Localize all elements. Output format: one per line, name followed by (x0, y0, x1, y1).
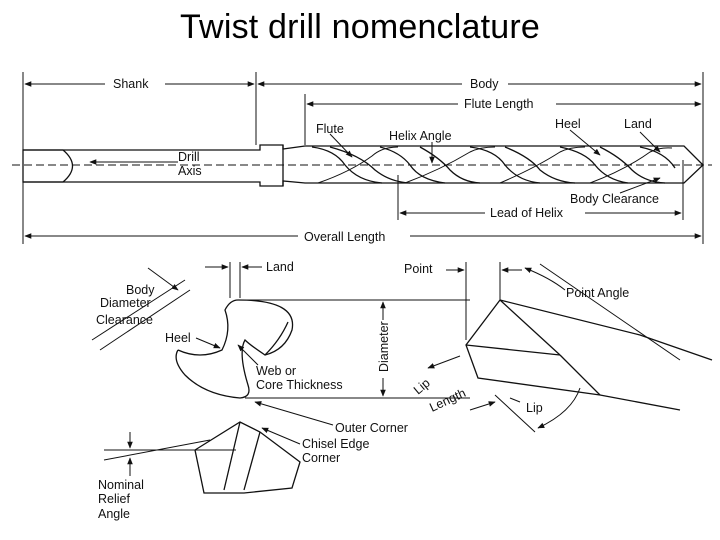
overall-length-label: Overall Length (304, 230, 385, 244)
cutting-lip (465, 344, 561, 356)
body-label: Body (470, 77, 499, 91)
chisel-relief-view: Chisel Edge Corner Nominal Relief Angle (98, 421, 369, 521)
point-view: Point Point Angle Lip Length Lip (404, 262, 713, 433)
cross-section-land (264, 321, 289, 356)
relief-angle-line (103, 439, 211, 461)
lip-face (559, 354, 601, 396)
lip-leader (509, 397, 521, 403)
point-angle-label: Point Angle (566, 286, 629, 300)
heel-leader-top (569, 129, 601, 156)
lip-angle-arc (537, 387, 581, 429)
body-clearance-label: Body Clearance (570, 192, 659, 206)
lip-length-arrow-bottom (469, 401, 496, 411)
point-body-bottom (465, 299, 681, 411)
land-label-top: Land (624, 117, 652, 131)
web-label-line1: Web or (256, 364, 296, 378)
chisel-point-shape (194, 421, 301, 494)
lip-length-arrow-top (427, 355, 461, 369)
heel-leader-bottom (195, 337, 221, 349)
chisel-edge-label-line2: Corner (302, 451, 340, 465)
side-view: Shank Body Flute Length Flute Helix Angl… (12, 72, 712, 244)
flute-length-label: Flute Length (464, 97, 534, 111)
slide-title: Twist drill nomenclature (179, 8, 541, 46)
lip-angle-line (494, 394, 536, 433)
body-clearance-bottom-leader (147, 267, 179, 291)
helix-angle-label: Helix Angle (389, 129, 452, 143)
point-body-top (499, 299, 713, 361)
shank-label: Shank (113, 77, 149, 91)
drill-outline (22, 144, 704, 187)
diameter-label: Diameter (377, 321, 391, 372)
lip-label: Lip (526, 401, 543, 415)
nominal-relief-line1: Nominal (98, 478, 144, 492)
web-label-line2: Core Thickness (256, 378, 343, 392)
chisel-face-line (243, 431, 261, 491)
chisel-edge-line (223, 421, 241, 491)
land-label-bottom: Land (266, 260, 294, 274)
heel-label-top: Heel (555, 117, 581, 131)
point-label: Point (404, 262, 433, 276)
body-diameter-clearance-line2: Diameter (100, 296, 151, 310)
drill-cross-section (175, 299, 294, 399)
tang-end (23, 149, 74, 183)
axis-label: Axis (178, 164, 202, 178)
flute-leader (329, 133, 353, 158)
lip-length-label-line2: Length (427, 386, 468, 415)
heel-label-bottom: Heel (165, 331, 191, 345)
outer-corner-label: Outer Corner (335, 421, 408, 435)
chisel-edge-label-line1: Chisel Edge (302, 437, 369, 451)
nominal-relief-line3: Angle (98, 507, 130, 521)
body-clearance-angle-line-1 (91, 279, 186, 341)
lip-edge (499, 299, 561, 356)
body-clearance-leader (619, 177, 661, 194)
point-angle-arc (524, 267, 566, 291)
body-clearance-angle-line-2 (99, 289, 191, 351)
chisel-edge-leader (261, 427, 301, 445)
point-angle-line (539, 263, 681, 361)
end-view: Diameter Land Body Diameter Clearance He… (91, 260, 470, 435)
lip-length-label-line1: Lip (411, 376, 433, 397)
cross-section-flute (177, 299, 239, 356)
drill-label: Drill (178, 150, 200, 164)
land-leader-top (639, 131, 661, 153)
flute-label: Flute (316, 122, 344, 136)
lead-of-helix-label: Lead of Helix (490, 206, 564, 220)
outer-corner-leader (254, 401, 334, 426)
web-leader (237, 344, 259, 366)
nominal-relief-line2: Relief (98, 492, 130, 506)
body-diameter-clearance-line1: Body (126, 283, 155, 297)
body-diameter-clearance-line3: Clearance (96, 313, 153, 327)
